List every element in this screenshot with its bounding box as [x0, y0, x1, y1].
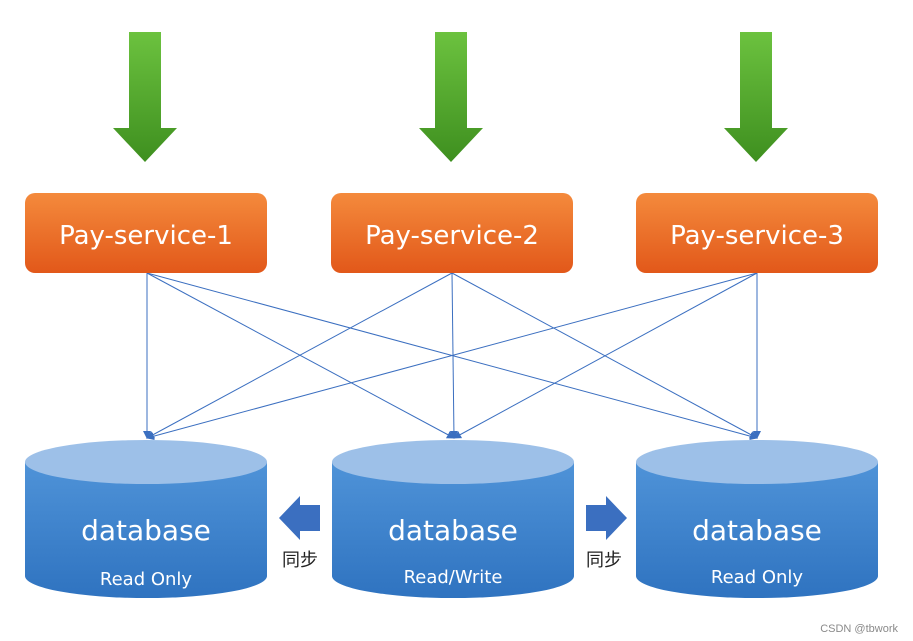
database-mode-2: Read/Write — [404, 567, 503, 588]
sync-label-left: 同步 — [282, 550, 318, 571]
incoming-arrow-2 — [419, 32, 483, 162]
sync-arrow-right-icon — [586, 496, 627, 540]
connector-s3-db1 — [146, 272, 758, 441]
incoming-arrow-1 — [113, 32, 177, 162]
connector-s2-db1 — [146, 272, 453, 439]
database-cylinder-3: database Read Only — [636, 440, 878, 598]
service-box-2: Pay-service-2 — [331, 193, 573, 273]
database-title-3: database — [692, 514, 822, 547]
service-box-3: Pay-service-3 — [636, 193, 878, 273]
incoming-arrow-3 — [724, 32, 788, 162]
database-cylinder-2: database Read/Write — [332, 440, 574, 598]
sync-label-right: 同步 — [586, 550, 622, 571]
service-label-1: Pay-service-1 — [59, 221, 233, 251]
connector-lines — [143, 272, 761, 441]
watermark: CSDN @tbwork — [820, 623, 898, 635]
sync-arrow-left-icon — [279, 496, 320, 540]
service-box-1: Pay-service-1 — [25, 193, 267, 273]
database-mode-3: Read Only — [711, 567, 804, 588]
service-label-3: Pay-service-3 — [670, 221, 844, 251]
database-title-2: database — [388, 514, 518, 547]
database-cylinder-1: database Read Only — [25, 440, 267, 598]
database-mode-1: Read Only — [100, 569, 193, 590]
database-title-1: database — [81, 514, 211, 547]
service-label-2: Pay-service-2 — [365, 221, 539, 251]
connector-s3-db2 — [453, 272, 758, 439]
